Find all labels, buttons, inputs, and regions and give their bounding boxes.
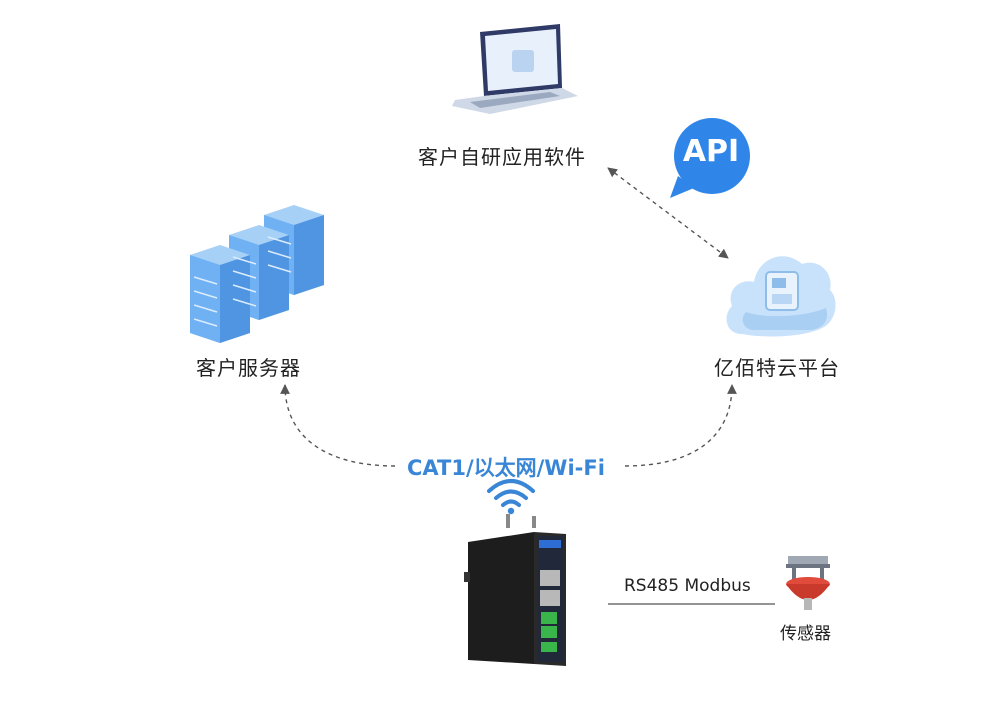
api-badge-text: API [682, 134, 740, 169]
network-label: CAT1/以太网/Wi-Fi [401, 452, 611, 482]
cloud-icon [726, 256, 836, 337]
gateway-device-icon [464, 514, 566, 666]
software-label: 客户自研应用软件 [418, 145, 586, 169]
server-label: 客户服务器 [196, 356, 301, 380]
wifi-icon [487, 479, 535, 515]
server-link-line [280, 384, 396, 467]
rs485-label: RS485 Modbus [624, 576, 751, 596]
sensor-label: 传感器 [780, 624, 831, 644]
laptop-icon [452, 24, 578, 114]
api-link-line [607, 167, 729, 259]
sensor-icon [786, 556, 830, 610]
cloud-label: 亿佰特云平台 [714, 356, 840, 380]
cloud-link-line [624, 384, 737, 467]
api-bubble-icon [670, 118, 750, 198]
server-rack-icon [190, 205, 324, 343]
